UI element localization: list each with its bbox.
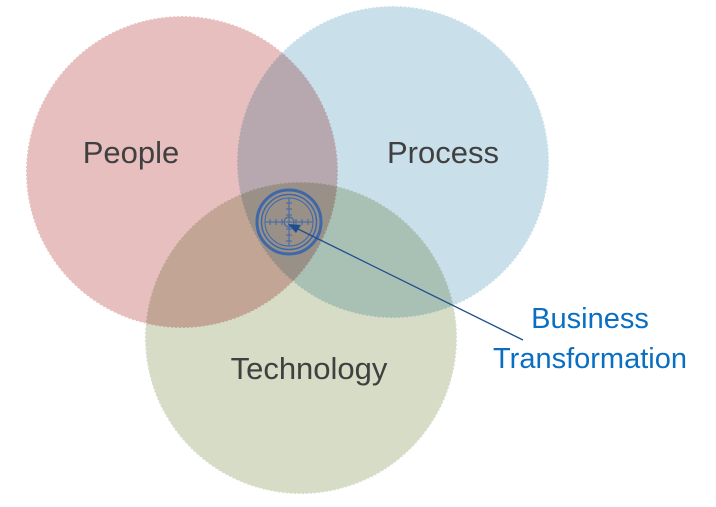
callout-arrow (288, 224, 524, 341)
people-label: People (83, 135, 180, 170)
callout-line2: Transformation (493, 343, 687, 375)
technology-label: Technology (231, 351, 388, 386)
callout-line1: Business (531, 303, 649, 335)
technology-circle (144, 181, 458, 495)
process-label: Process (387, 135, 499, 170)
crosshair-target-icon (255, 188, 323, 256)
